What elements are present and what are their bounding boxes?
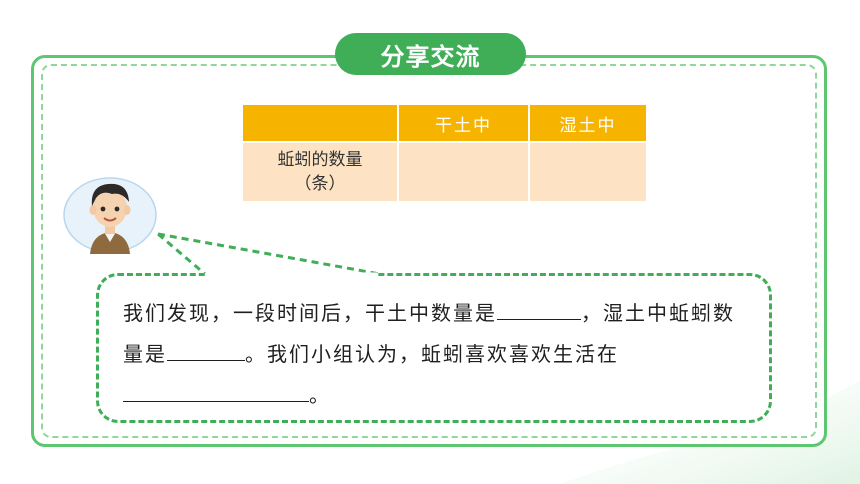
table-header-dry-soil: 干土中 (397, 103, 530, 143)
dry-soil-count-cell[interactable] (397, 141, 530, 203)
earthworm-count-table: 干土中 湿土中 蚯蚓的数量 （条） (241, 103, 648, 203)
discussion-part-4: 。 (309, 383, 331, 407)
wet-soil-count-blank[interactable] (167, 338, 245, 361)
discussion-part-3: 。我们小组认为，蚯蚓喜欢喜欢生活在 (245, 342, 619, 366)
discussion-text: 我们发现，一段时间后，干土中数量是，湿土中蚯蚓数量是。我们小组认为，蚯蚓喜欢喜欢… (123, 293, 753, 416)
wet-soil-count-cell[interactable] (528, 141, 648, 203)
table-header-blank (241, 103, 399, 143)
page-title: 分享交流 (335, 33, 526, 75)
table-row: 蚯蚓的数量 （条） (241, 141, 648, 203)
table-header-wet-soil: 湿土中 (528, 103, 648, 143)
preferred-habitat-blank[interactable] (123, 379, 309, 402)
table-header-row: 干土中 湿土中 (241, 103, 648, 143)
row-label-unit: （条） (294, 174, 346, 194)
speech-bubble (96, 273, 772, 423)
row-label-line1: 蚯蚓的数量 (277, 150, 363, 170)
student-avatar (63, 177, 157, 254)
row-label-earthworm-count: 蚯蚓的数量 （条） (241, 141, 399, 203)
discussion-part-1: 我们发现，一段时间后，干土中数量是 (123, 301, 497, 325)
discussion-part-2: ，湿土中蚯蚓数量是 (123, 301, 735, 366)
dry-soil-count-blank[interactable] (497, 297, 581, 320)
